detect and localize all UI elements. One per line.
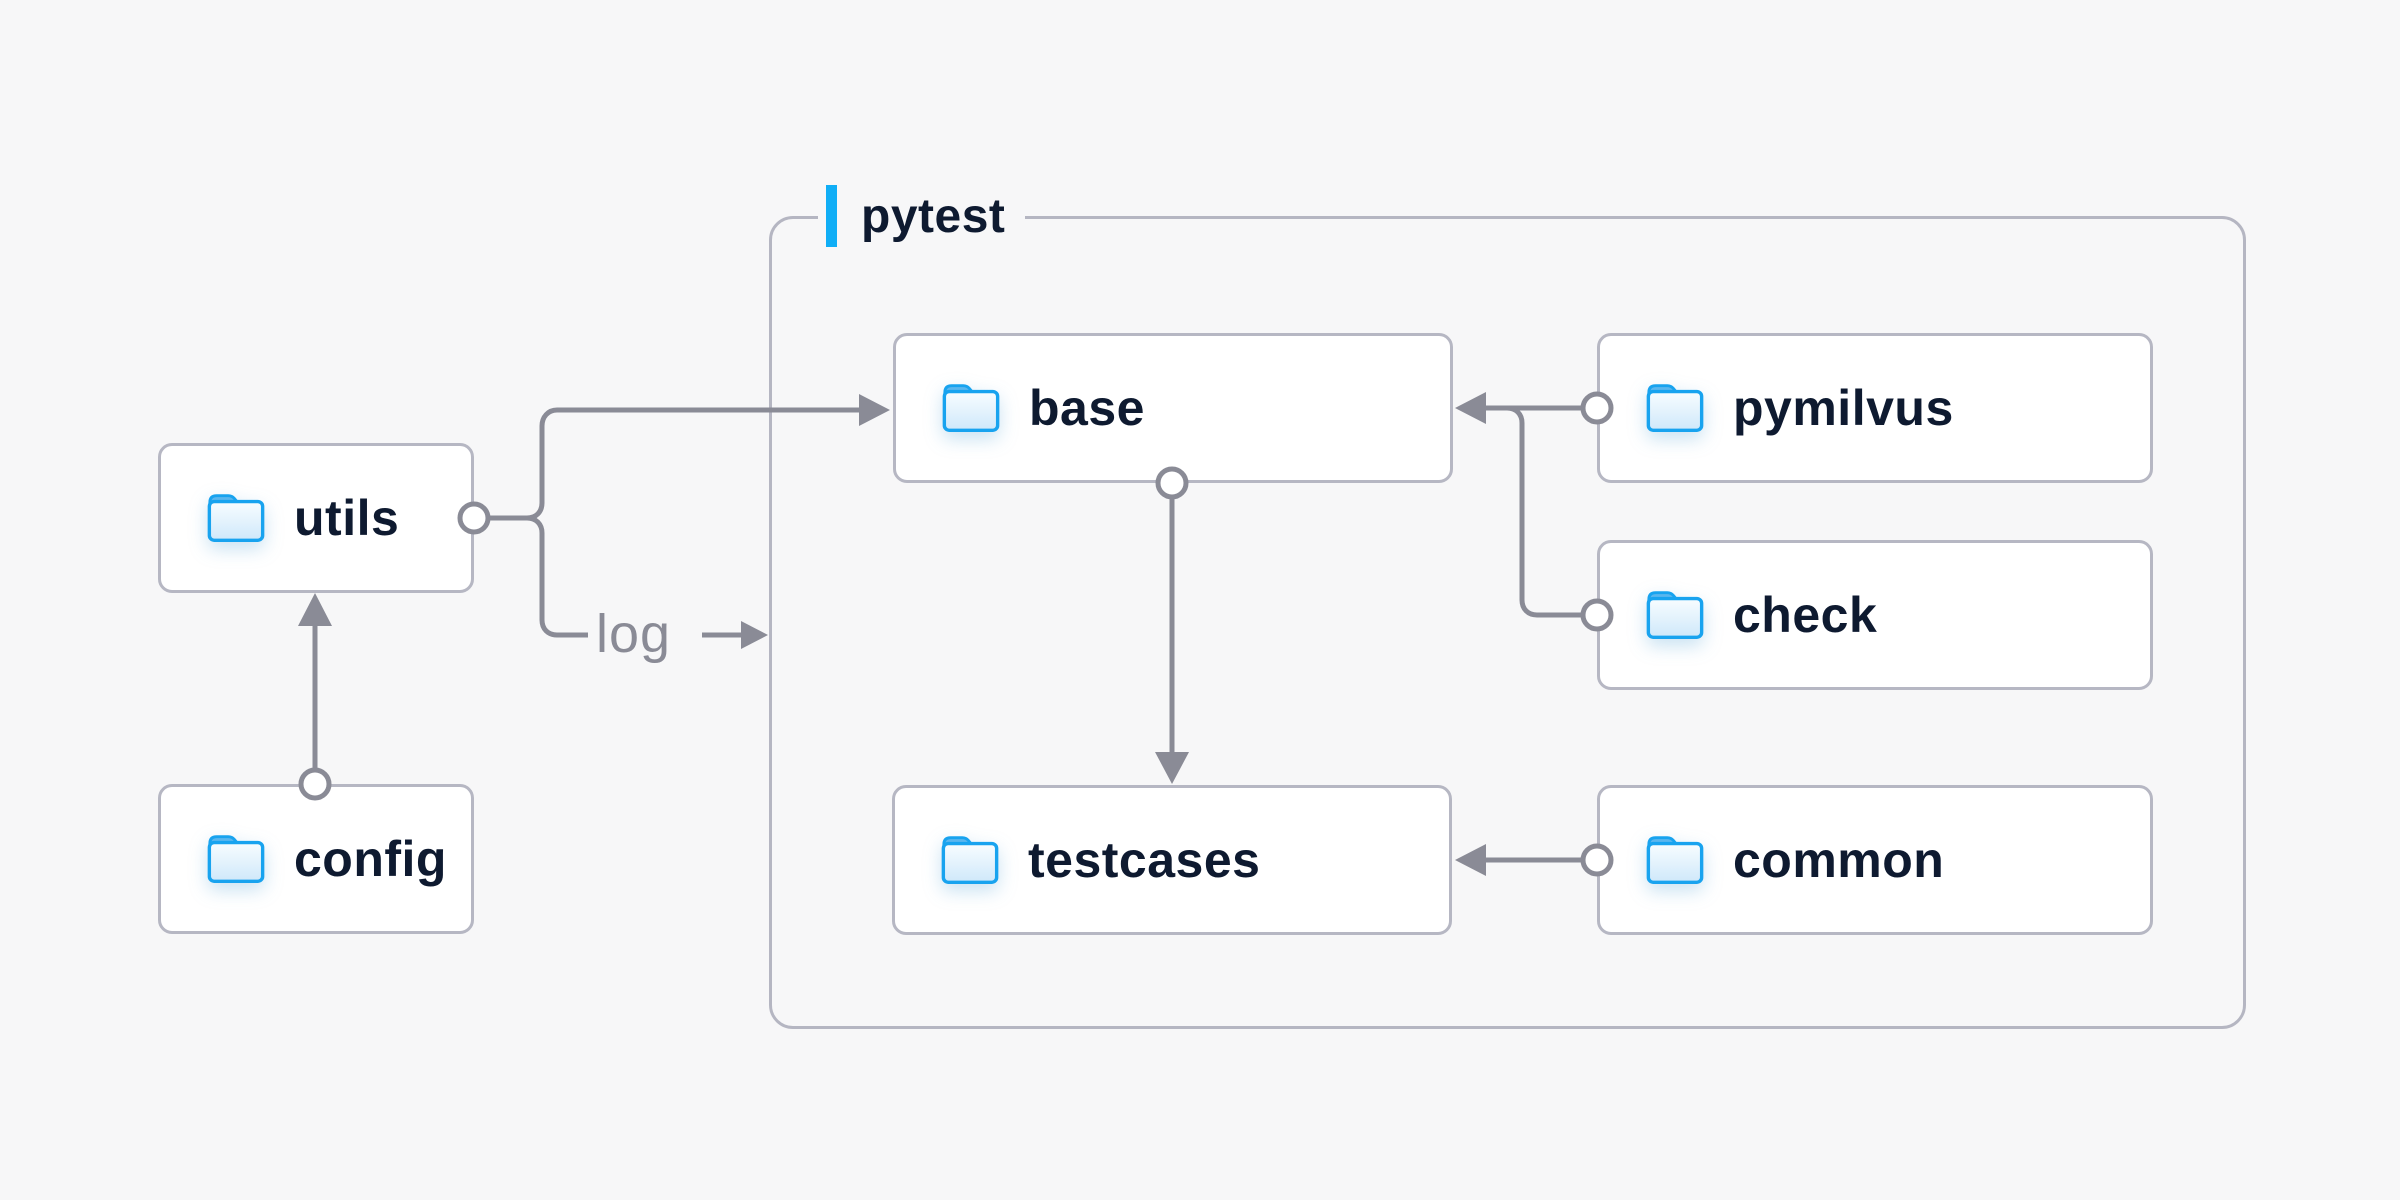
node-check: check (1597, 540, 2153, 690)
folder-icon (1646, 384, 1704, 432)
node-base: base (893, 333, 1453, 483)
node-utils: utils (158, 443, 474, 593)
group-label-text: pytest (861, 189, 1006, 243)
edge-config-utils (298, 593, 332, 801)
node-label: pymilvus (1733, 380, 1954, 436)
node-testcases: testcases (892, 785, 1452, 935)
node-label: common (1733, 832, 1945, 888)
folder-icon (1646, 591, 1704, 639)
pytest-group-label: pytest (818, 181, 1026, 251)
node-label: check (1733, 587, 1878, 643)
node-config: config (158, 784, 474, 934)
node-label: testcases (1028, 832, 1261, 888)
folder-icon (942, 384, 1000, 432)
node-label: config (294, 831, 447, 887)
pytest-group-box (769, 216, 2246, 1029)
folder-icon (941, 836, 999, 884)
accent-bar (826, 185, 837, 247)
node-pymilvus: pymilvus (1597, 333, 2153, 483)
node-label: utils (294, 490, 400, 546)
folder-icon (207, 835, 265, 883)
folder-icon (1646, 836, 1704, 884)
folder-icon (207, 494, 265, 542)
node-label: base (1029, 380, 1145, 436)
node-common: common (1597, 785, 2153, 935)
edge-label-log: log (596, 604, 672, 664)
